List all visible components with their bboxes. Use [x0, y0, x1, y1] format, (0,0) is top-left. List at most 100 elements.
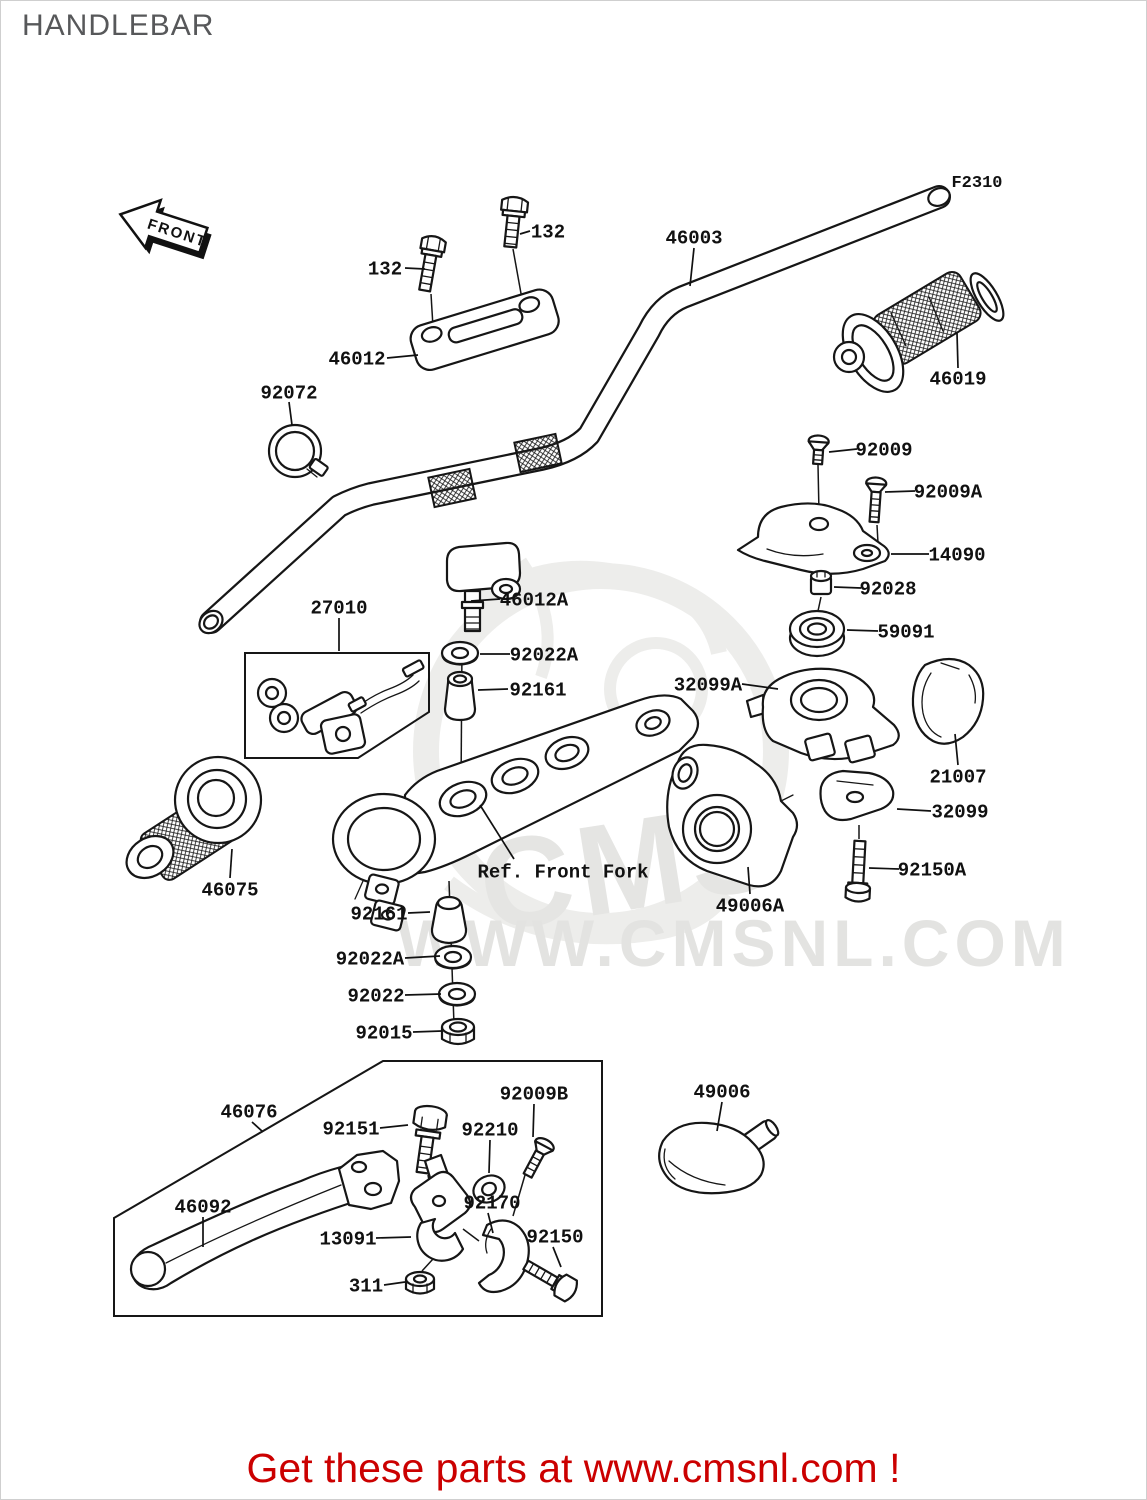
- part-label-92022A: 92022A: [336, 949, 405, 971]
- leader-line: [488, 1139, 491, 1174]
- part-49006-dust-cover: [658, 1119, 780, 1195]
- part-49006A-housing: [666, 743, 799, 888]
- leader-line: [404, 955, 441, 959]
- leader-line: [954, 733, 959, 766]
- part-92161-cup-lower: [430, 895, 468, 945]
- part-label-92210: 92210: [461, 1120, 518, 1142]
- part-front-fork-bridge: [331, 694, 700, 932]
- watermark-url-text: WWW.CMSNL.COM: [397, 906, 1071, 980]
- part-label-49006: 49006: [693, 1082, 750, 1104]
- part-label-46003: 46003: [665, 228, 722, 250]
- leader-line: [487, 1212, 494, 1234]
- part-46003-handlebar: [198, 185, 951, 635]
- part-label-92161: 92161: [350, 904, 407, 926]
- part-92009A-screw: [865, 476, 888, 524]
- part-label-92022A: 92022A: [510, 645, 579, 667]
- leader-line: [716, 1101, 723, 1132]
- part-label-46075: 46075: [201, 880, 258, 902]
- part-label-92022: 92022: [347, 986, 404, 1008]
- leader-line: [386, 354, 419, 359]
- part-label-92028: 92028: [859, 579, 916, 601]
- part-label-311: 311: [349, 1276, 383, 1298]
- footer-cta: Get these parts at www.cmsnl.com !: [246, 1445, 901, 1491]
- part-label-59091: 59091: [877, 622, 934, 644]
- part-label-32099: 32099: [931, 802, 988, 824]
- leader-line: [741, 683, 779, 690]
- leader-line: [846, 629, 879, 632]
- leader-line: [884, 490, 916, 493]
- part-label-92009B: 92009B: [500, 1084, 568, 1106]
- leader-line: [404, 993, 442, 996]
- part-46075-grip: [125, 755, 263, 881]
- part-label-32099A: 32099A: [674, 675, 743, 697]
- part-label-46092: 46092: [174, 1197, 231, 1219]
- leader-line: [470, 598, 501, 602]
- part-92161-cup-upper: [443, 670, 477, 722]
- part-92072-clamp-ring: [267, 423, 329, 479]
- leader-line: [229, 848, 233, 879]
- part-32099-holder: [819, 769, 895, 822]
- part-59091-damper: [788, 609, 846, 658]
- part-labels-layer: 132132460034601292072460199200992009A140…: [174, 222, 988, 1298]
- part-label-92150: 92150: [526, 1227, 583, 1249]
- part-label-132: 132: [368, 259, 402, 281]
- page-title: HANDLEBAR: [22, 9, 215, 42]
- lever-assembly-box-46076: [113, 1060, 603, 1317]
- leader-line: [828, 448, 858, 453]
- part-label-46012A: 46012A: [500, 590, 569, 612]
- part-13091-holder: [409, 1153, 472, 1262]
- part-92009-screw: [807, 434, 830, 466]
- part-92022A-washer-lower: [433, 944, 473, 970]
- part-311-nut: [404, 1270, 436, 1295]
- part-label-46076: 46076: [220, 1102, 277, 1124]
- kit-box-27010: [244, 652, 430, 759]
- leader-line: [956, 332, 959, 369]
- leader-line: [689, 247, 695, 287]
- part-92028-cap: [809, 569, 833, 596]
- part-46092-lever: [129, 1149, 401, 1291]
- front-arrow-face: [118, 198, 210, 255]
- part-92210-washer: [472, 1174, 506, 1204]
- leader-line: [379, 1124, 409, 1129]
- leader-line: [833, 586, 862, 589]
- part-label-27010: 27010: [310, 598, 367, 620]
- part-27010-switch-kit: [256, 659, 425, 755]
- part-label-132: 132: [531, 222, 565, 244]
- leader-line: [477, 688, 509, 691]
- leader-line: [412, 1030, 443, 1033]
- part-label-Ref-Front-Fork: Ref. Front Fork: [477, 862, 648, 884]
- leader-line: [532, 1103, 535, 1138]
- part-32099A-housing: [745, 667, 900, 764]
- leader-line: [896, 808, 932, 812]
- leader-line: [288, 401, 293, 426]
- part-46012-clamp: [409, 288, 560, 372]
- leader-line: [519, 230, 531, 235]
- part-label-14090: 14090: [928, 545, 985, 567]
- part-label-92170: 92170: [463, 1193, 520, 1215]
- part-132-bolt-left: [418, 235, 447, 293]
- part-132-bolt-right: [500, 195, 530, 249]
- part-label-49006A: 49006A: [716, 896, 785, 918]
- leader-line: [479, 804, 515, 860]
- part-label-92151: 92151: [322, 1119, 379, 1141]
- leader-line: [407, 911, 431, 914]
- leader-line: [552, 1246, 562, 1268]
- part-46019-throttle-grip: [832, 270, 1005, 393]
- part-label-46012: 46012: [328, 349, 385, 371]
- part-label-92015: 92015: [355, 1023, 412, 1045]
- part-label-46019: 46019: [929, 369, 986, 391]
- part-21007-cover: [911, 657, 985, 745]
- part-label-92009A: 92009A: [914, 482, 983, 504]
- part-92170-clamp: [477, 1219, 530, 1294]
- front-arrow: FRONT: [118, 198, 212, 260]
- part-92009B-screw: [522, 1137, 555, 1179]
- leader-line: [375, 1236, 412, 1239]
- leader-line: [868, 867, 900, 870]
- leader-line: [747, 866, 751, 895]
- part-label-92161: 92161: [509, 680, 566, 702]
- part-14090-cover: [736, 502, 890, 575]
- part-92150-bolt: [522, 1259, 578, 1303]
- part-92022A-washer-upper: [440, 640, 480, 666]
